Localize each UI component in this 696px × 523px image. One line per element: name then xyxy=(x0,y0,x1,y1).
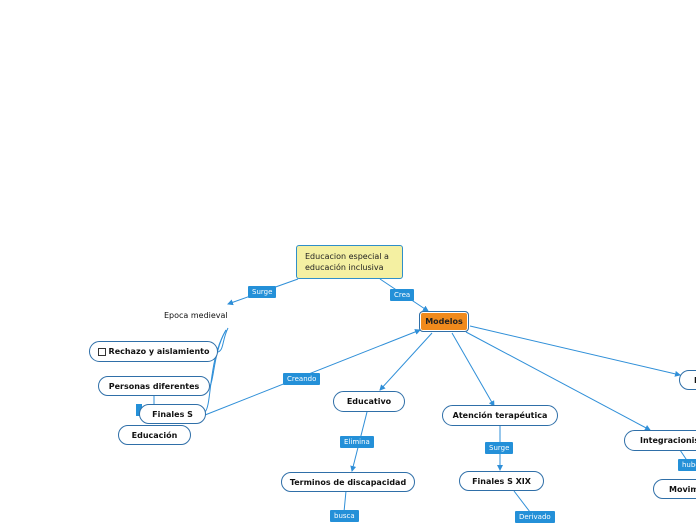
line-modelos-educativo xyxy=(379,332,433,391)
line-terminos-busca xyxy=(343,490,347,513)
topic-terminos-label: Terminos de discapacidad xyxy=(289,477,407,487)
topic-educativo-label: Educativo xyxy=(346,397,392,406)
topic-integracionist-label: Integracionist xyxy=(640,436,696,445)
topic-atencion-label: Atención terapéutica xyxy=(452,411,548,420)
topic-rechazo-label: Rechazo y aislamiento xyxy=(108,347,210,356)
line-modelos-integracion xyxy=(465,331,651,431)
topic-movim-label: Movim xyxy=(669,484,696,494)
line-epoca-finales xyxy=(204,329,227,413)
root-line-2: educación inclusiva xyxy=(305,263,384,272)
topic-terminos[interactable]: Terminos de discapacidad xyxy=(281,472,415,492)
tag-surge[interactable]: Surge xyxy=(248,286,277,298)
topic-movim[interactable]: Movim xyxy=(653,479,696,499)
line-modelos-atencion xyxy=(451,332,495,407)
root-topic[interactable]: Educacion especial a educación inclusiva xyxy=(296,245,403,279)
topic-personas[interactable]: Personas diferentes xyxy=(98,376,210,396)
checkbox-icon[interactable] xyxy=(97,347,106,356)
topic-educacion-label: Educación xyxy=(131,430,178,440)
tag-crea[interactable]: Crea xyxy=(390,289,415,301)
topic-educativo[interactable]: Educativo xyxy=(333,391,405,412)
topic-personas-label: Personas diferentes xyxy=(108,381,200,391)
topic-atencion[interactable]: Atención terapéutica xyxy=(442,405,558,426)
center-topic-modelos[interactable]: Modelos xyxy=(419,311,469,332)
tag-surge-2[interactable]: Surge xyxy=(485,442,514,454)
tag-elimina[interactable]: Elimina xyxy=(340,436,374,448)
topic-educacion[interactable]: Educación xyxy=(118,425,191,445)
topic-finales-s[interactable]: Finales S xyxy=(139,404,206,424)
tag-hubo[interactable]: hubo xyxy=(678,459,696,471)
line-finalesxix-derivado xyxy=(513,490,531,513)
topic-rechazo[interactable]: Rechazo y aislamiento xyxy=(89,341,218,362)
line-modelos-i xyxy=(469,325,681,377)
topic-integracionist[interactable]: Integracionist xyxy=(624,430,696,451)
topic-i[interactable]: I xyxy=(679,370,696,390)
topic-i-label: I xyxy=(694,375,696,385)
center-label: Modelos xyxy=(425,317,463,326)
tag-creando[interactable]: Creando xyxy=(283,373,321,385)
topic-finales-xix-label: Finales S XIX xyxy=(472,476,531,486)
root-line-1: Educacion especial a xyxy=(305,252,389,261)
topic-finales-xix[interactable]: Finales S XIX xyxy=(459,471,544,491)
tag-busca[interactable]: busca xyxy=(330,510,359,522)
tag-derivado[interactable]: Derivado xyxy=(515,511,555,523)
line-finales-modelos xyxy=(204,329,421,416)
topic-epoca-label: Epoca medieval xyxy=(164,311,228,320)
topic-epoca-medieval[interactable]: Epoca medieval xyxy=(164,311,228,320)
topic-finales-s-label: Finales S xyxy=(152,409,193,419)
line-epoca-rechazo xyxy=(217,327,229,353)
